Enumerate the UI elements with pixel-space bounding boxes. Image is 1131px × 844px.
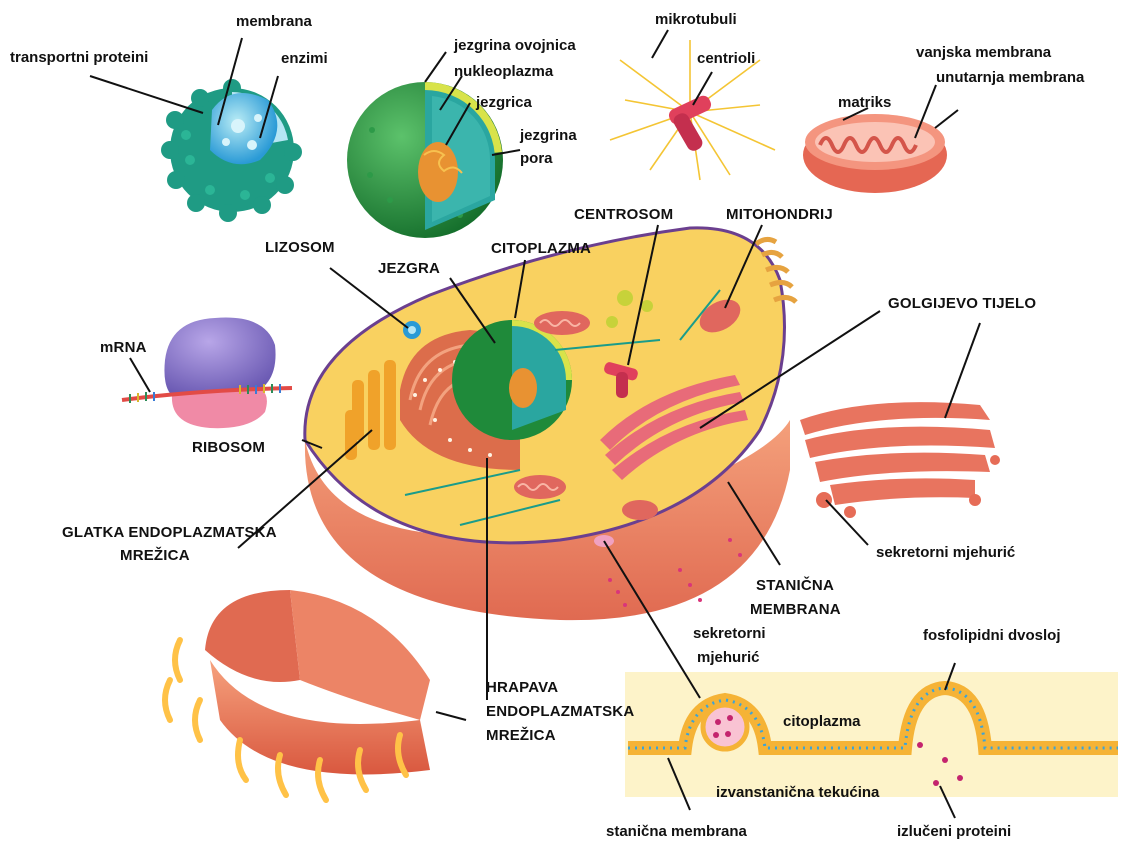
animal-cell-illustration	[305, 228, 796, 620]
ribosome-illustration	[122, 318, 292, 429]
label-nukleoplazma: nukleoplazma	[454, 63, 554, 80]
label-transportni-proteini: transportni proteini	[10, 49, 148, 66]
label-lizosom: LIZOSOM	[265, 239, 335, 256]
secretory-membrane-illustration	[625, 672, 1118, 797]
label-mrna: mRNA	[100, 339, 147, 356]
label-hrapava-er-line2: ENDOPLAZMATSKA	[486, 703, 634, 720]
golgi-illustration	[800, 402, 1000, 518]
label-stanicna-membrana-lower: stanična membrana	[606, 823, 748, 840]
mitochondrion-illustration	[803, 114, 947, 193]
label-fosfolipidni-dvosloj: fosfolipidni dvosloj	[923, 627, 1061, 644]
label-hrapava-er-line1: HRAPAVA	[486, 679, 558, 696]
rough-er-illustration	[165, 590, 430, 800]
label-glatka-er-line2: MREŽICA	[120, 546, 190, 564]
label-mikrotubuli: mikrotubuli	[655, 11, 737, 28]
label-golgijevo-tijelo: GOLGIJEVO TIJELO	[888, 295, 1036, 312]
label-glatka-er-line1: GLATKA ENDOPLAZMATSKA	[62, 524, 277, 541]
label-ribosom: RIBOSOM	[192, 439, 265, 456]
label-hrapava-er-line3: MREŽICA	[486, 726, 556, 744]
label-jezgrica: jezgrica	[475, 94, 533, 111]
label-unutarnja-membrana: unutarnja membrana	[936, 69, 1085, 86]
label-stanicna-membrana-line1: STANIČNA	[756, 576, 834, 594]
label-vanjska-membrana: vanjska membrana	[916, 44, 1052, 61]
label-enzimi: enzimi	[281, 50, 328, 67]
label-membrana: membrana	[236, 13, 313, 30]
label-izvanstanicna-tekucina: izvanstanična tekućina	[716, 784, 880, 801]
label-citoplazma: CITOPLAZMA	[491, 240, 591, 257]
label-centrosom: CENTROSOM	[574, 206, 673, 223]
label-matriks: matriks	[838, 94, 891, 111]
label-sekretorni-mjehuric-right: sekretorni mjehurić	[876, 544, 1015, 561]
label-sekretorni-line1: sekretorni	[693, 625, 766, 642]
label-jezgrina-pora-line2: pora	[520, 150, 553, 167]
label-centrioli: centrioli	[697, 50, 755, 67]
label-sekretorni-line2: mjehurić	[697, 649, 760, 666]
lysosome-illustration	[161, 79, 302, 222]
label-jezgrina-ovojnica: jezgrina ovojnica	[453, 37, 576, 54]
label-jezgrina-pora-line1: jezgrina	[519, 127, 577, 144]
label-citoplazma-lower: citoplazma	[783, 713, 861, 730]
label-jezgra: JEZGRA	[378, 260, 440, 277]
label-stanicna-membrana-line2: MEMBRANA	[750, 601, 841, 618]
label-mitohondrij: MITOHONDRIJ	[726, 206, 833, 223]
label-izluceni-proteini: izlučeni proteini	[897, 823, 1011, 840]
